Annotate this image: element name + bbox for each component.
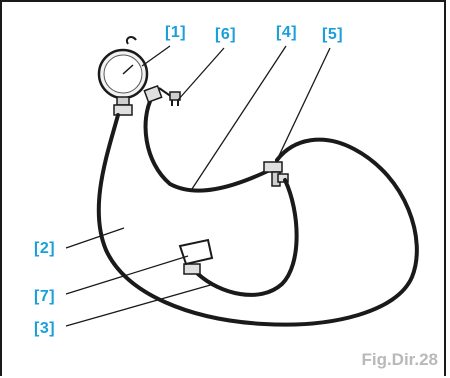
gauge-hook bbox=[126, 36, 137, 45]
upper-hose bbox=[143, 95, 272, 193]
callout-2: [2] bbox=[34, 240, 56, 257]
upper-hose-assembly bbox=[143, 85, 272, 193]
gauge-fitting bbox=[113, 104, 133, 116]
t-connector bbox=[263, 161, 289, 187]
callout-5: [5] bbox=[322, 26, 344, 43]
leader-1 bbox=[141, 45, 171, 67]
adapter-fitting bbox=[169, 91, 181, 101]
figure-caption: Fig.Dir.28 bbox=[361, 350, 438, 369]
leader-lines bbox=[65, 45, 331, 327]
lower-hose bbox=[196, 178, 299, 297]
adapter-pins bbox=[171, 100, 179, 106]
t-connector-body bbox=[263, 161, 283, 173]
callout-1: [1] bbox=[165, 24, 187, 41]
leader-5 bbox=[275, 47, 331, 163]
callout-7: [7] bbox=[34, 288, 56, 305]
callout-6: [6] bbox=[215, 26, 237, 43]
leader-7 bbox=[65, 255, 189, 295]
lower-hose-assembly bbox=[178, 178, 299, 297]
lower-hose-end-fitting bbox=[183, 263, 201, 275]
t-connector-branch bbox=[277, 173, 289, 183]
leader-4 bbox=[189, 45, 287, 193]
gauge-stem bbox=[116, 96, 130, 106]
leader-3 bbox=[65, 283, 215, 327]
pressure-gauge bbox=[97, 36, 149, 116]
leader-2 bbox=[65, 227, 125, 249]
long-hose bbox=[96, 113, 419, 327]
leader-6 bbox=[177, 47, 225, 101]
gauge-needle bbox=[122, 64, 134, 75]
callout-4: [4] bbox=[276, 24, 298, 41]
upper-hose-end-fitting bbox=[143, 85, 163, 103]
callout-3: [3] bbox=[34, 320, 56, 337]
cap bbox=[178, 238, 214, 266]
